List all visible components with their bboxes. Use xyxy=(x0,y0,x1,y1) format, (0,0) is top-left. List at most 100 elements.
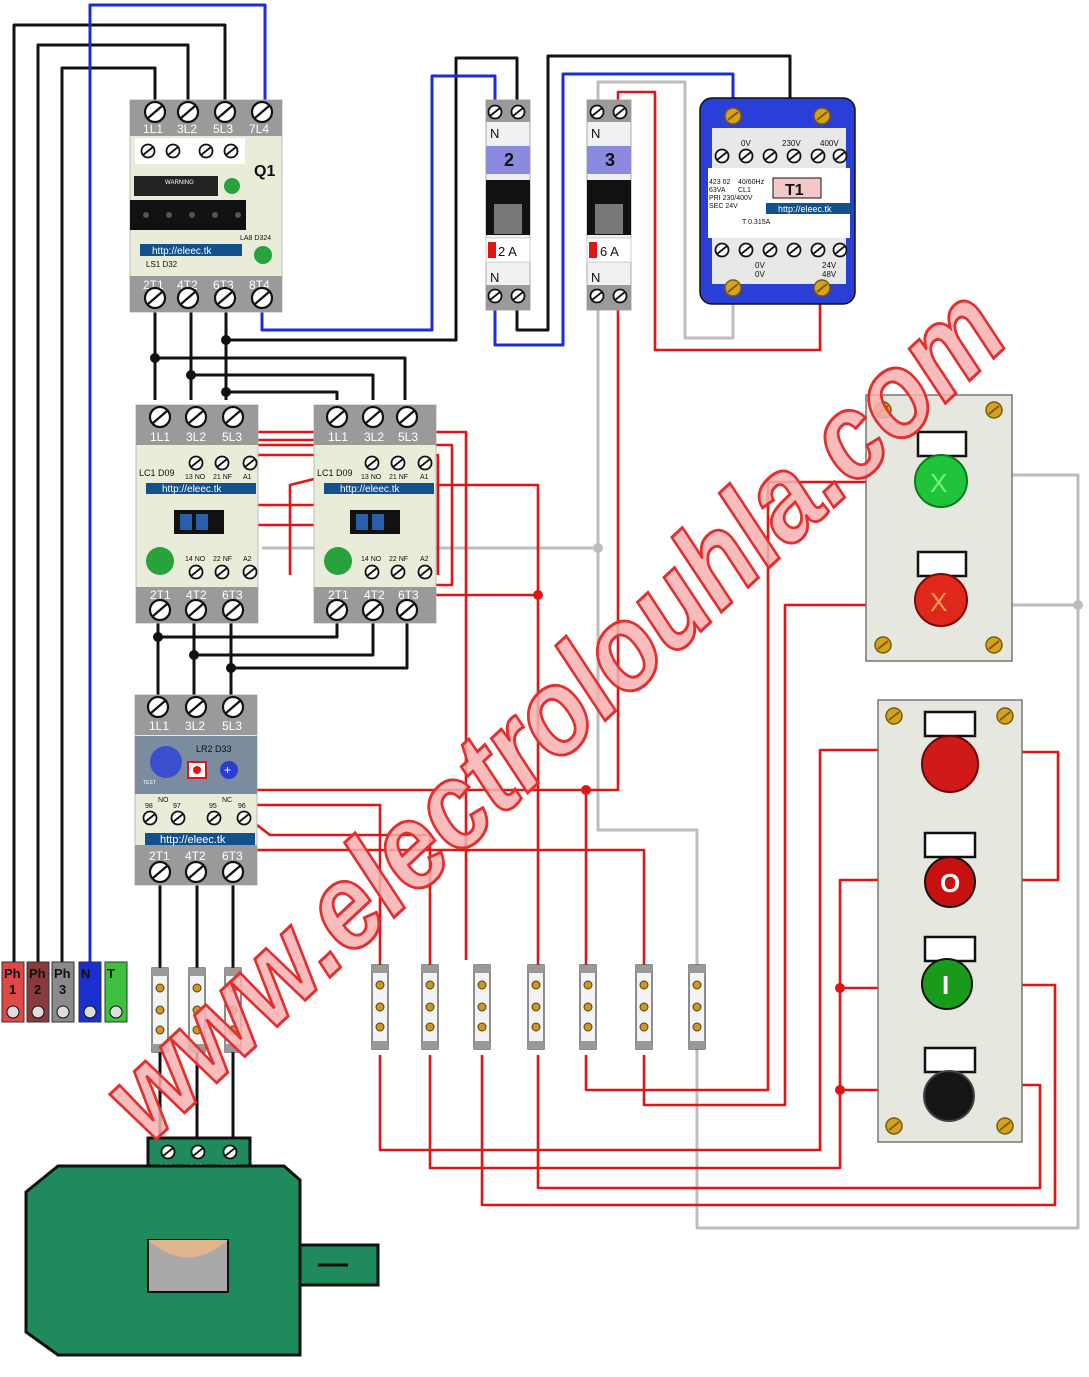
t1-top-label-2: 230V xyxy=(782,139,801,148)
motor: U1 V1 W1 xyxy=(24,1136,380,1357)
supply-terminal-label: T xyxy=(107,966,115,981)
km2-aux-bottom-1: 14 NO xyxy=(361,556,382,563)
km1-aux-top-2: 21 NF xyxy=(213,474,232,481)
reverse-button[interactable] xyxy=(923,1070,975,1122)
red-pilot-mark: X xyxy=(930,587,947,617)
f1-aux-4: 96 xyxy=(238,803,246,810)
green-pilot-light-icon xyxy=(914,454,968,508)
km1-aux-top-3: A1 xyxy=(243,474,252,481)
km1-top-terminal-2: 3L2 xyxy=(186,430,206,444)
stop-button[interactable] xyxy=(924,856,976,908)
start-button-label: I xyxy=(942,970,949,1000)
emergency-stop-button[interactable] xyxy=(921,735,979,793)
red-pilot-light-icon xyxy=(914,573,968,627)
breaker3-rating: 6 A xyxy=(600,244,619,259)
km1-aux-top-1: 13 NO xyxy=(185,474,206,481)
t1-spec-3: PRI 230/400V xyxy=(709,195,753,202)
f1-bottom-terminal-3: 6T3 xyxy=(222,849,243,863)
supply-terminal-3 xyxy=(51,961,75,1023)
t1-bottom-label-1: 0V xyxy=(755,261,765,270)
supply-terminal-5 xyxy=(104,961,128,1023)
q1-model: LA8 D324 xyxy=(240,235,271,242)
q1-top-terminal-1: 1L1 xyxy=(143,122,163,136)
km1-bottom-terminal-3: 6T3 xyxy=(222,588,243,602)
schneider-logo-icon xyxy=(224,178,240,194)
km1-model: LC1 D09 xyxy=(139,468,175,478)
km2-bottom-terminal-3: 6T3 xyxy=(398,588,419,602)
km2-url: http://eleec.tk xyxy=(340,484,400,495)
supply-terminal-label: N xyxy=(81,966,90,981)
screw-icon xyxy=(56,1005,70,1019)
screw-icon xyxy=(6,1005,20,1019)
km2-top-terminal-3: 5L3 xyxy=(398,430,418,444)
contactor-km2: 1L1 3L2 5L3 13 NO 21 NF A1 LC1 D09 http:… xyxy=(313,404,437,624)
t1-name: T1 xyxy=(785,182,804,199)
q1-model2: LS1 D32 xyxy=(146,260,178,269)
km2-bottom-terminal-1: 2T1 xyxy=(328,588,349,602)
f1-aux-3: 95 xyxy=(209,803,217,810)
svg-text:+: + xyxy=(224,763,231,777)
q1-top-terminal-4: 7L4 xyxy=(249,122,269,136)
screw-icon xyxy=(83,1005,97,1019)
f1-bottom-terminal-2: 4T2 xyxy=(185,849,206,863)
breaker2-id: 2 xyxy=(504,150,514,170)
screw-icon xyxy=(109,1005,123,1019)
t1-bottom-label-3: 24V xyxy=(822,261,837,270)
screw-icon xyxy=(31,1005,45,1019)
q1-warning: WARNING xyxy=(165,180,194,186)
km2-top-terminal-1: 1L1 xyxy=(328,430,348,444)
f1-url: http://eleec.tk xyxy=(160,834,226,846)
f1-aux-label-nc: NC xyxy=(222,797,232,804)
breaker3-bottom: N xyxy=(591,270,600,285)
km1-top-terminal-1: 1L1 xyxy=(150,430,170,444)
km2-aux-bottom-2: 22 NF xyxy=(389,556,408,563)
f1-model: LR2 D33 xyxy=(196,744,232,754)
control-terminal-blocks xyxy=(371,964,706,1050)
km2-aux-top-2: 21 NF xyxy=(389,474,408,481)
t1-top-label-1: 0V xyxy=(741,139,751,148)
schneider-logo-icon xyxy=(324,547,352,575)
km1-url: http://eleec.tk xyxy=(162,484,222,495)
f1-aux-1: 98 xyxy=(145,803,153,810)
km2-aux-top-3: A1 xyxy=(420,474,429,481)
km1-aux-bottom-2: 22 NF xyxy=(213,556,232,563)
t1-spec-2: 63VA xyxy=(709,187,726,194)
start-button[interactable] xyxy=(921,958,973,1010)
q1-name: Q1 xyxy=(254,163,275,180)
f1-test: TEST xyxy=(143,780,156,786)
km1-bottom-terminal-2: 4T2 xyxy=(186,588,207,602)
q1-top-terminal-2: 3L2 xyxy=(177,122,197,136)
km2-aux-bottom-3: A2 xyxy=(420,556,429,563)
km1-aux-bottom-1: 14 NO xyxy=(185,556,206,563)
supply-terminal-label: Ph xyxy=(29,966,46,981)
schneider-logo-icon xyxy=(254,246,272,264)
f1-bottom-terminal-1: 2T1 xyxy=(149,849,170,863)
breaker-3: N 3 6 A N xyxy=(586,99,632,311)
km2-aux-top-1: 13 NO xyxy=(361,474,382,481)
q1-url: http://eleec.tk xyxy=(152,246,212,257)
pilot-light-box: X X xyxy=(865,394,1013,662)
supply-terminal-1 xyxy=(1,961,25,1023)
supply-terminal-number: 2 xyxy=(34,982,41,997)
supply-terminal-2 xyxy=(26,961,50,1023)
breaker2-top: N xyxy=(490,126,499,141)
km1-top-terminal-3: 5L3 xyxy=(222,430,242,444)
supply-terminal-number: 3 xyxy=(59,982,66,997)
f1-aux-label-no: NO xyxy=(158,797,169,804)
breaker2-bottom: N xyxy=(490,270,499,285)
f1-top-terminal-2: 3L2 xyxy=(185,719,205,733)
f1-top-terminal-1: 1L1 xyxy=(149,719,169,733)
t1-bottom-label-2: 0V xyxy=(755,270,765,279)
q1-top-terminal-3: 5L3 xyxy=(213,122,233,136)
stop-button-label: O xyxy=(940,868,960,898)
supply-terminal-4 xyxy=(78,961,102,1023)
t1-url: http://eleec.tk xyxy=(778,204,832,214)
breaker-q1: 1L1 3L2 5L3 7L4 Q1 WARNING LA8 D324 http… xyxy=(129,99,283,313)
supply-terminal-number: 1 xyxy=(9,982,16,997)
green-pilot-mark: X xyxy=(930,468,947,498)
km2-bottom-terminal-2: 4T2 xyxy=(364,588,385,602)
breaker-2: N 2 2 A N xyxy=(485,99,531,311)
t1-spec-4: SEC 24V xyxy=(709,203,738,210)
km2-model: LC1 D09 xyxy=(317,468,353,478)
